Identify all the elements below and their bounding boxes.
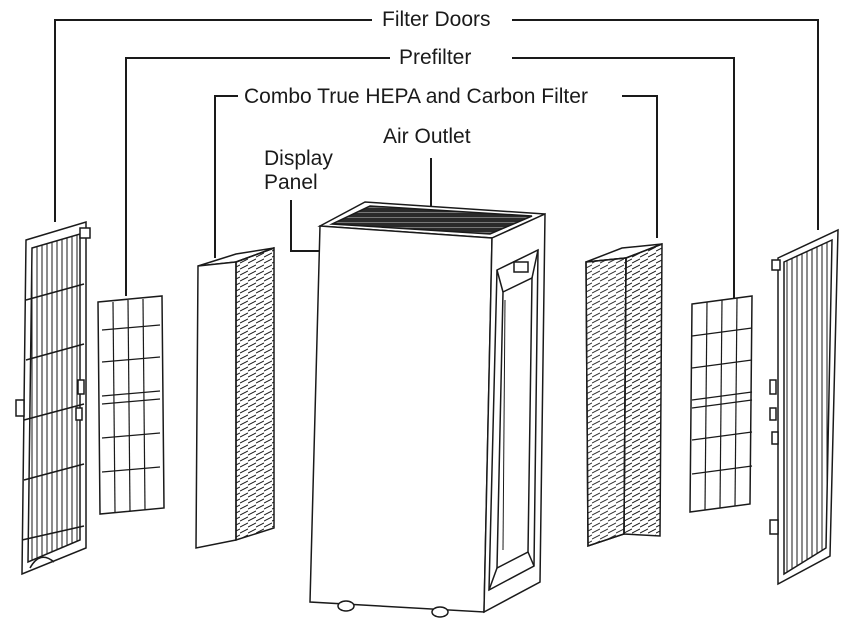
air-outlet-grille bbox=[329, 205, 533, 235]
filter-door-right bbox=[769, 228, 839, 586]
prefilter-left bbox=[97, 295, 165, 515]
display-panel-label-line1: Display bbox=[264, 147, 333, 170]
combo-filter-right bbox=[585, 242, 663, 548]
leader-prefilter-left bbox=[125, 57, 390, 296]
purifier-unit bbox=[309, 201, 546, 618]
leader-filter-doors-left bbox=[54, 19, 372, 222]
filter-door-left bbox=[15, 220, 91, 576]
leader-combo-right bbox=[622, 95, 658, 238]
display-panel-label: Display Panel bbox=[264, 147, 333, 195]
combo-filter-label: Combo True HEPA and Carbon Filter bbox=[240, 85, 592, 109]
leader-prefilter-right bbox=[512, 57, 735, 298]
prefilter-right bbox=[689, 295, 753, 513]
display-panel-label-line2: Panel bbox=[264, 171, 318, 194]
filter-doors-label: Filter Doors bbox=[376, 8, 497, 32]
prefilter-label: Prefilter bbox=[393, 46, 478, 70]
leader-filter-doors-right bbox=[512, 19, 819, 230]
leader-combo-left bbox=[214, 95, 238, 258]
combo-filter-left bbox=[195, 246, 275, 549]
air-outlet-label: Air Outlet bbox=[383, 125, 471, 149]
leader-lines bbox=[54, 19, 819, 298]
